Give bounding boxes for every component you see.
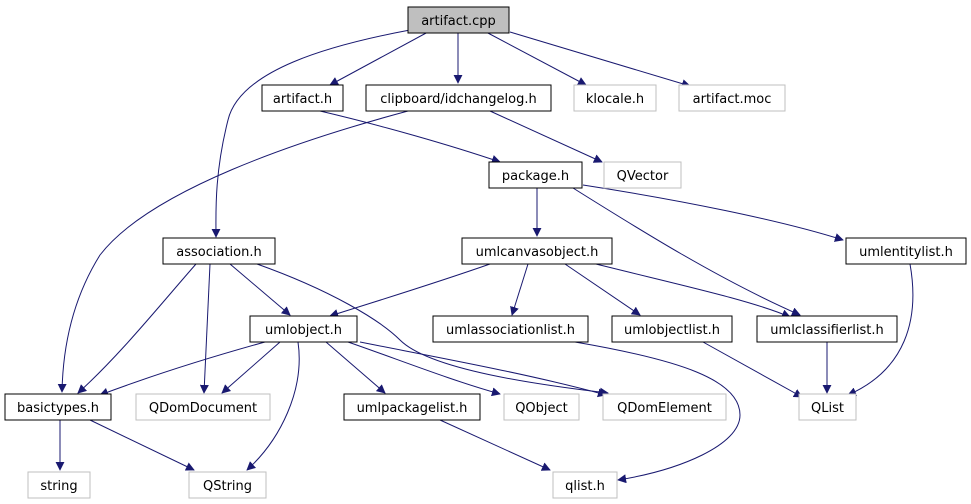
edge-umlobject-h-to-qdomelement [359,341,607,398]
edge-artifact-cpp-to-klocale-h [485,31,587,86]
edges [55,29,914,484]
node-qlist-h[interactable]: qlist.h [552,471,618,499]
edge-umlobject-h-to-qstring [246,341,300,471]
edge-artifact-h-to-package-h [319,110,501,164]
node-label: QVector [617,169,669,184]
node-umlentitylist-h[interactable]: umlentitylist.h [845,237,967,265]
node-label: umlassociationlist.h [446,323,575,338]
node-qstring[interactable]: QString [188,471,267,499]
edge-umlentitylist-h-to-qlist [847,263,914,396]
node-umlclassifierlist-h[interactable]: umlclassifierlist.h [756,315,898,343]
node-label: QDomDocument [149,401,257,416]
edge-umlcanvasobject-h-to-umlobject-h [329,263,491,318]
node-klocale-h[interactable]: klocale.h [573,84,657,112]
edge-association-h-to-umlobject-h [229,263,291,316]
node-label: QObject [515,401,568,416]
node-label: QString [203,479,252,494]
edge-umlobjectlist-h-to-qlist [702,341,803,398]
node-artifact-cpp[interactable]: artifact.cpp [407,6,510,34]
node-label: qlist.h [565,479,605,494]
edge-umlpackagelist-h-to-qlist-h [439,419,551,471]
node-qobject[interactable]: QObject [503,393,580,421]
node-association-h[interactable]: association.h [162,237,276,265]
node-qvector[interactable]: QVector [603,161,682,189]
node-umlcanvasobject-h[interactable]: umlcanvasobject.h [461,237,613,265]
node-label: QList [811,401,844,416]
node-label: artifact.h [273,92,332,107]
edge-association-h-to-qdomelement [256,263,609,397]
edge-umlcanvasobject-h-to-umlassociationlist-h [510,263,529,316]
node-label: QDomElement [617,401,712,416]
node-label: klocale.h [586,92,644,107]
edge-idchangelog-h-to-basictypes-h [57,110,409,393]
node-qdomdocument[interactable]: QDomDocument [135,393,271,421]
node-label: umlobject.h [265,323,342,338]
node-label: artifact.cpp [421,14,496,29]
node-idchangelog-h[interactable]: clipboard/idchangelog.h [365,84,552,112]
edge-umlobject-h-to-qobject [347,341,501,397]
edge-artifact-cpp-to-artifact-moc [509,31,691,88]
node-label: umlcanvasobject.h [476,245,599,260]
node-artifact-moc[interactable]: artifact.moc [678,84,786,112]
edge-package-h-to-umlentitylist-h [582,184,844,242]
node-qdomelement[interactable]: QDomElement [602,393,727,421]
edge-artifact-cpp-to-artifact-h [329,31,429,86]
node-label: umlpackagelist.h [357,401,468,416]
node-label: artifact.moc [693,92,772,107]
node-basictypes-h[interactable]: basictypes.h [4,393,112,421]
edge-umlobject-h-to-qdomdocument [221,341,281,394]
node-umlobjectlist-h[interactable]: umlobjectlist.h [611,315,733,343]
edge-umlobject-h-to-basictypes-h [99,341,266,397]
node-label: association.h [176,245,261,260]
node-label: package.h [502,169,569,184]
node-package-h[interactable]: package.h [488,161,583,189]
node-qlist[interactable]: QList [798,393,857,421]
nodes: artifact.cpp artifact.h clipboard/idchan… [4,6,967,499]
node-label: umlclassifierlist.h [770,323,883,338]
node-label: umlobjectlist.h [624,323,720,338]
edge-umlassociationlist-h-to-qlist-h [574,341,741,484]
edge-basictypes-h-to-qstring [89,419,195,471]
edge-package-h-to-umlclassifierlist-h [572,187,801,316]
node-umlassociationlist-h[interactable]: umlassociationlist.h [432,315,589,343]
node-string[interactable]: string [27,471,91,499]
node-umlpackagelist-h[interactable]: umlpackagelist.h [343,393,481,421]
node-umlobject-h[interactable]: umlobject.h [249,315,358,343]
edge-umlobject-h-to-umlpackagelist-h [325,341,386,394]
node-artifact-h[interactable]: artifact.h [261,84,344,112]
node-label: basictypes.h [17,401,99,416]
node-label: string [40,479,77,494]
edge-umlcanvasobject-h-to-umlclassifierlist-h [595,263,791,318]
edge-association-h-to-basictypes-h [77,263,197,394]
edge-association-h-to-qdomdocument [199,263,211,394]
edge-umlcanvasobject-h-to-umlobjectlist-h [564,263,641,316]
edge-idchangelog-h-to-qvector [489,110,603,163]
edge-artifact-cpp-to-association-h [211,29,411,238]
node-label: clipboard/idchangelog.h [380,92,536,107]
node-label: umlentitylist.h [859,245,953,260]
